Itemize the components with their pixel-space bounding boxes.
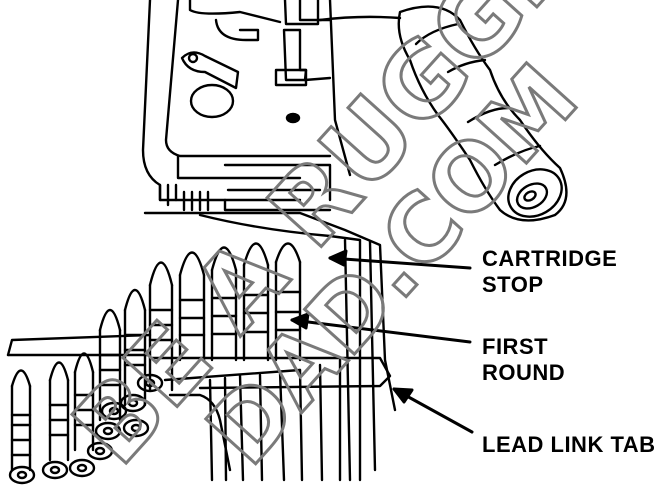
feed-tray xyxy=(143,211,397,482)
charging-handle xyxy=(397,5,568,222)
label-line: ROUND xyxy=(482,360,566,385)
label-first-round: FIRST ROUND xyxy=(482,334,565,386)
ammunition-belt xyxy=(6,242,302,485)
label-line: STOP xyxy=(482,272,544,297)
receiver-body xyxy=(141,0,402,212)
label-cartridge-stop: CARTRIDGE STOP xyxy=(482,246,617,298)
label-lead-link-tab: LEAD LINK TAB xyxy=(482,432,656,458)
cartridge-stop-arrow xyxy=(328,256,472,270)
callout-arrows xyxy=(290,249,474,434)
first-round-arrow xyxy=(290,318,472,344)
label-line: FIRST xyxy=(482,334,549,359)
label-line: CARTRIDGE xyxy=(482,246,618,271)
label-line: LEAD LINK TAB xyxy=(482,432,656,457)
